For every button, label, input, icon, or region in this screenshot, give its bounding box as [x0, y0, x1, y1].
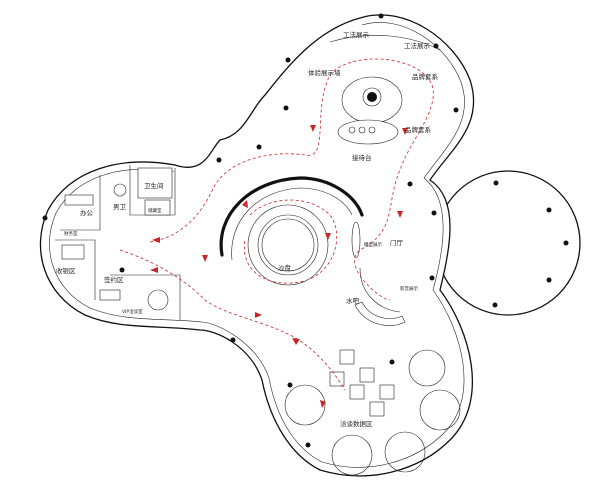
finance-desk	[61, 244, 85, 260]
label-finance: 财务室	[64, 230, 78, 237]
office-desk	[64, 194, 94, 206]
office-partition	[60, 175, 101, 231]
negotiation-table	[379, 384, 395, 400]
plant-icon	[113, 183, 127, 197]
label-office: 办公	[80, 208, 94, 217]
label-video-tag: 影音展示	[400, 285, 418, 292]
label-model-tag: 模型展示	[364, 241, 382, 248]
label-craft-display-1: 工法展示	[343, 30, 370, 39]
display-wall-arc	[329, 35, 441, 51]
curved-display-wall-inner	[231, 187, 353, 261]
label-restroom: 男卫	[113, 203, 127, 211]
negotiation-tables	[329, 349, 395, 417]
negotiation-table	[329, 371, 345, 387]
round-booth	[419, 389, 461, 431]
water-bar-seating	[354, 301, 406, 326]
reception-desk	[337, 119, 399, 145]
vip-table	[147, 289, 169, 311]
tour-route-inner	[243, 199, 338, 284]
structural-columns	[42, 13, 569, 448]
label-experience-display: 体验展示墙	[308, 68, 341, 77]
label-hall: 门厅	[390, 238, 404, 247]
negotiation-table	[349, 384, 365, 400]
vip-sofa	[99, 289, 121, 301]
route-arrows	[150, 125, 408, 408]
tour-route-lower	[119, 249, 346, 391]
sandtable-inner	[257, 214, 319, 276]
label-sandtable: 沙盘	[278, 263, 292, 272]
curved-display-wall	[219, 176, 364, 257]
sandtable-ring	[261, 218, 315, 272]
building-inner-outline	[49, 22, 465, 468]
water-bar-counter	[359, 267, 401, 313]
washroom-block	[137, 167, 173, 199]
negotiation-table	[369, 401, 385, 417]
label-storage: 储藏室	[148, 207, 162, 214]
label-washroom: 卫生间	[144, 181, 164, 190]
reception-decor-core	[367, 92, 377, 102]
chair	[348, 126, 356, 134]
chair	[358, 126, 366, 134]
accounting-partition	[55, 239, 96, 300]
circular-pavilion	[435, 170, 581, 316]
negotiation-table	[359, 367, 375, 383]
label-accounting: 收银区	[56, 266, 76, 275]
round-booth	[384, 431, 426, 473]
label-vip-room: VIP洽谈室	[122, 308, 143, 315]
label-brand-zone-1: 品牌套系	[412, 72, 439, 81]
hall-door	[351, 221, 361, 259]
negotiation-table	[339, 349, 355, 365]
label-reception: 接待台	[352, 153, 372, 162]
label-negotiation: 洽谈数据区	[340, 419, 373, 428]
label-brand-zone-2: 品牌套系	[405, 125, 432, 134]
vip-partition	[110, 274, 181, 320]
storage-block	[144, 199, 171, 216]
sandtable-outer	[247, 204, 329, 286]
label-contract: 签约区	[104, 275, 124, 284]
tour-route	[149, 58, 434, 301]
round-booth	[331, 434, 373, 476]
building-outline	[39, 14, 475, 477]
label-craft-display-2: 工法展示	[404, 41, 431, 50]
round-booth	[284, 384, 326, 426]
chair	[368, 126, 376, 134]
round-booth	[408, 349, 446, 387]
label-water-bar: 水吧	[346, 296, 360, 305]
